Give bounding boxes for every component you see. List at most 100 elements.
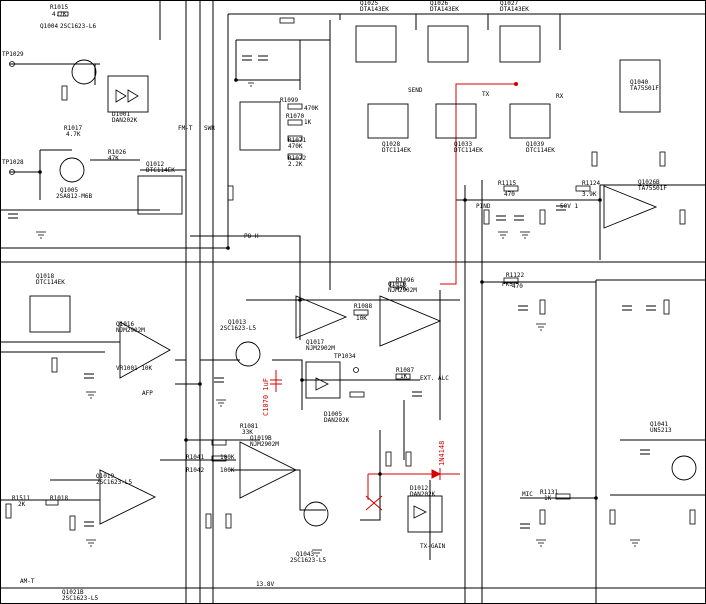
res-val: 2K: [18, 501, 26, 508]
net-label: TP1028: [2, 159, 24, 166]
res-label: R1122: [506, 272, 524, 279]
val-label: 47K: [108, 155, 119, 162]
res-val: 100K: [220, 454, 235, 461]
net-label: TX-GAIN: [420, 543, 446, 550]
ground-symbols: [36, 79, 640, 557]
res-val: 3.9K: [582, 191, 597, 198]
net-label: MIC: [522, 491, 533, 498]
val-label: DTC114EK: [454, 147, 483, 154]
ref-label: Q1016: [116, 321, 134, 328]
net-label: FM-T: [178, 125, 193, 132]
res-label: R1041: [186, 454, 204, 461]
val-label: NJM2902M: [306, 345, 335, 352]
res-val: 10K: [356, 315, 367, 322]
ref-label: Q1025: [360, 0, 378, 7]
res-val: 470: [504, 191, 515, 198]
ref-label: Q1017: [306, 339, 324, 346]
diode-part: DAN202K: [324, 417, 350, 424]
ref-label: Q1027: [500, 0, 518, 7]
diode-part: DAN202K: [410, 491, 436, 498]
res-label: R1124: [582, 180, 600, 187]
val-label: DTC114EK: [146, 167, 175, 174]
net-label: AM-T: [20, 578, 35, 585]
val-label: 2SC1623-L5: [96, 479, 133, 486]
diode-label: D1012: [410, 485, 428, 492]
res-label: R1131: [540, 489, 558, 496]
res-label: R1081: [240, 423, 258, 430]
val-label: NJM2902M: [116, 327, 145, 334]
ref-label: Q1012: [146, 161, 164, 168]
val-label: DTC114EK: [526, 147, 555, 154]
res-val: 470: [512, 283, 523, 290]
val-label: DTC114EK: [36, 279, 65, 286]
net-label: PIND: [476, 203, 491, 210]
ref-label: Q1013: [228, 319, 246, 326]
res-label: R1070: [286, 113, 304, 120]
res-val: 1K: [544, 495, 552, 502]
val-label: 2SA812-M6B: [56, 193, 93, 200]
ref-label: Q1039: [526, 141, 544, 148]
res-label: R1018: [50, 495, 68, 502]
ref-label: Q1026: [430, 0, 448, 7]
val-label: DTA143EK: [430, 6, 459, 13]
highlight-cap-label: C1070 1uF: [262, 378, 270, 416]
val-label: TA75S01F: [638, 185, 667, 192]
ref-label: Q1019: [96, 473, 114, 480]
ref-label: Q1018: [36, 273, 54, 280]
val-label: DTA143EK: [500, 6, 529, 13]
diode-symbols: [115, 89, 427, 519]
res-label: R1099: [280, 97, 298, 104]
net-label: TX: [482, 91, 490, 98]
net-label: PO-H: [244, 233, 259, 240]
res-val: 1K: [304, 119, 312, 126]
ref-label: R1015: [50, 4, 68, 11]
test-points: [9, 61, 359, 373]
res-label: R1511: [12, 495, 30, 502]
net-label: SWR: [204, 125, 215, 132]
ref-label: Q1040: [630, 79, 648, 86]
ref-label: Q1043: [296, 551, 314, 558]
ref-label: R1017: [64, 125, 82, 132]
val-label: 4.7K: [66, 131, 81, 138]
capacitor-symbols: [8, 55, 656, 529]
val-label: 2SC1623-L5: [220, 325, 257, 332]
res-val: 470K: [288, 143, 303, 150]
res-val: 33K: [242, 429, 253, 436]
bjt-circles: [59, 59, 697, 527]
opamps: [99, 185, 658, 525]
res-label: R1115: [498, 180, 516, 187]
ref-label: Q1019B: [250, 435, 272, 442]
ref-label: Q1010: [388, 281, 406, 288]
net-label: RX: [556, 93, 564, 100]
val-label: NJM2902M: [388, 287, 417, 294]
res-label: R1071: [288, 137, 306, 144]
ref-label: Q1041: [650, 421, 668, 428]
res-label: R1096: [396, 277, 414, 284]
highlight-wires: [270, 82, 518, 511]
res-label: R1042: [186, 467, 204, 474]
cap-label: 50V 1: [560, 203, 578, 210]
ref-label: R1026: [108, 149, 126, 156]
val-label: 2SC1623-L5: [290, 557, 327, 564]
highlight-diode-label: 1N4148: [438, 441, 446, 466]
res-label: R1072: [288, 155, 306, 162]
net-label: SEND: [408, 87, 423, 94]
net-label: EXT. ALC: [420, 375, 449, 382]
res-label: R1087: [396, 367, 414, 374]
net-label: VR1001 10K: [116, 365, 153, 372]
ref-label: Q1028: [382, 141, 400, 148]
diode-label: D1005: [324, 411, 342, 418]
ref-label: Q1033: [454, 141, 472, 148]
res-val: 470K: [304, 105, 319, 112]
net-label: 13.8V: [256, 581, 274, 588]
resistor-symbols: [5, 11, 696, 531]
net-label: PKS: [502, 281, 513, 288]
val-label: TA75S01F: [630, 85, 659, 92]
res-label: R1088: [354, 303, 372, 310]
val-label: 4.7K: [52, 11, 67, 18]
val-label: UN5213: [650, 427, 672, 434]
res-val: 2.2K: [288, 161, 303, 168]
